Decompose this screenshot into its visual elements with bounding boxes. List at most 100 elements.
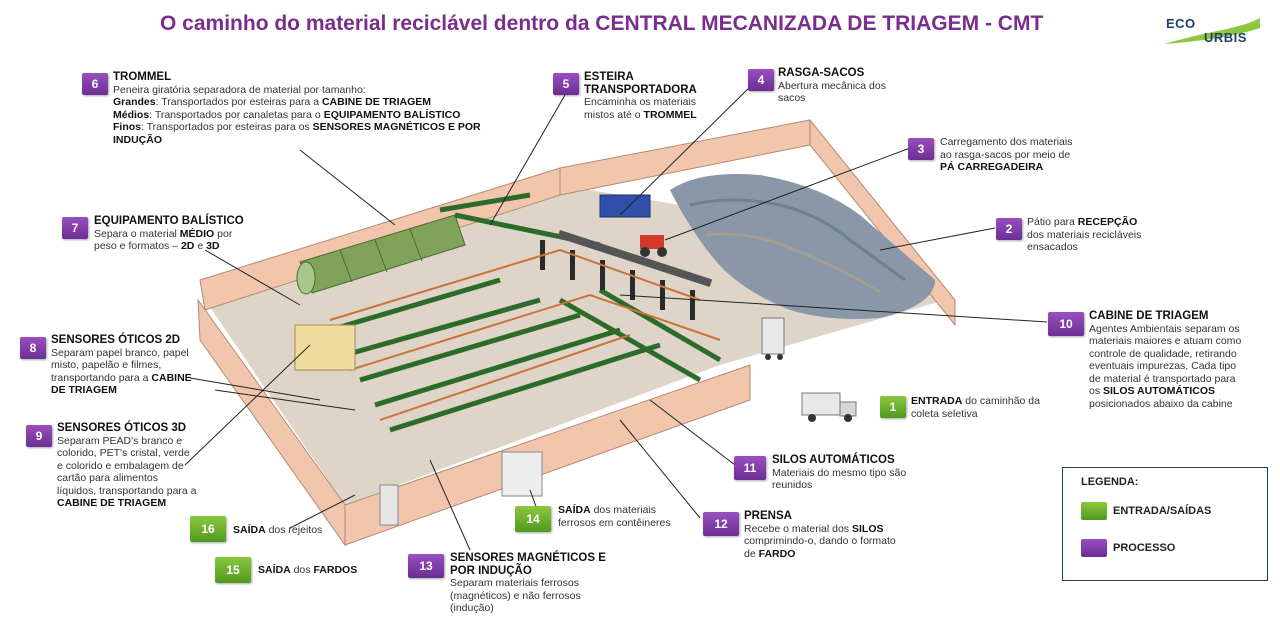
step-16-bold: SAÍDA [233, 524, 266, 536]
step-8-title: SENSORES ÓTICOS 2D [51, 334, 181, 346]
step-1-badge: 1 [880, 396, 906, 418]
step-6-finos-text: : Transportados por esteiras para os [141, 121, 313, 133]
step-10-tail: posicionados abaixo da cabine [1089, 397, 1233, 410]
step-1-desc: do caminhão da coleta seletiva [911, 395, 1040, 420]
truck-inside [761, 317, 785, 360]
step-11-title: SILOS AUTOMÁTICOS [772, 454, 895, 466]
step-14-text: SAÍDA dos materiais ferrosos em contêine… [558, 504, 688, 529]
page-title: O caminho do material reciclável dentro … [160, 12, 1044, 35]
step-6-grandes-text: : Transportados por esteiras para a [155, 96, 322, 108]
step-6-finos-bold: SENSORES MAGNÉTICOS E POR INDUÇÃO [113, 121, 481, 146]
step-9-badge: 9 [26, 425, 52, 447]
trommel-drum [296, 214, 466, 295]
step-6-finos-label: Finos [113, 121, 141, 133]
catwalks [329, 248, 721, 421]
step-15-badge: 15 [215, 557, 251, 583]
step-12-b1: SILOS [851, 522, 884, 535]
step-8-desc: Separam papel branco, papel misto, papel… [51, 346, 189, 384]
step-5-title: ESTEIRA TRANSPORTADORA [584, 71, 697, 96]
step-6-grandes-bold: CABINE DE TRIAGEM [321, 96, 432, 108]
step-3-desc: Carregamento dos materiais ao rasga-saco… [940, 136, 1073, 161]
container-door [501, 451, 543, 497]
step-7-b2: 2D [180, 240, 195, 252]
step-13-badge: 13 [408, 554, 444, 578]
step-16-badge: 16 [190, 516, 226, 542]
step-16-desc: dos rejeitos [265, 524, 323, 536]
step-14-badge: 14 [515, 506, 551, 532]
step-4-desc: Abertura mecânica dos sacos [778, 79, 886, 105]
step-10-badge: 10 [1048, 312, 1084, 336]
legend: LEGENDA: ENTRADA/SAÍDAS PROCESSO [1062, 467, 1268, 581]
step-9-text: SENSORES ÓTICOS 3D Separam PEAD's branco… [57, 422, 197, 510]
step-10-text: CABINE DE TRIAGEM Agentes Ambientais sep… [1089, 310, 1249, 410]
front-wall-right [344, 364, 751, 546]
step-6-medios-text: : Transportados por canaletas para o [149, 108, 324, 121]
step-7-text: EQUIPAMENTO BALÍSTICO Separa o material … [94, 215, 254, 253]
step-7-title: EQUIPAMENTO BALÍSTICO [94, 215, 244, 227]
step-5-bold: TROMMEL [643, 108, 697, 121]
gate-door [379, 484, 399, 526]
step-14-desc: dos materiais ferrosos em contêineres [558, 504, 671, 529]
step-12-title: PRENSA [744, 510, 792, 522]
step-9-desc: Separam PEAD's branco e colorido, PET's … [57, 434, 197, 497]
step-12-t1: Recebe o material dos [744, 522, 852, 535]
step-13-title: SENSORES MAGNÉTICOS E POR INDUÇÃO [450, 552, 606, 577]
step-8-bold: CABINE DE TRIAGEM [51, 371, 192, 397]
step-7-t2: por peso e formatos – [94, 227, 233, 253]
step-7-t1: Separa o material [94, 227, 180, 240]
step-1-bold: ENTRADA [911, 395, 963, 407]
step-7-b1: MÉDIO [179, 227, 215, 240]
step-12-badge: 12 [703, 512, 739, 536]
office-block [294, 324, 356, 371]
legend-entry-swatch [1081, 502, 1107, 520]
step-7-b3: 3D [206, 240, 220, 252]
step-3-badge: 3 [908, 138, 934, 160]
step-4-badge: 4 [748, 69, 774, 91]
step-12-t2: comprimindo-o, dando o formato de [744, 535, 896, 560]
step-7-badge: 7 [62, 217, 88, 239]
step-6-line1: Peneira giratória separadora de material… [113, 83, 366, 96]
step-11-desc: Materiais do mesmo tipo são reunidos [772, 466, 907, 492]
step-5-desc: Encaminha os materiais mistos até o [584, 96, 697, 121]
legend-process-label: PROCESSO [1113, 542, 1176, 554]
step-10-bold: SILOS AUTOMÁTICOS [1103, 385, 1216, 397]
step-8-text: SENSORES ÓTICOS 2D Separam papel branco,… [51, 334, 199, 397]
step-4-text: RASGA-SACOS Abertura mecânica dos sacos [778, 67, 903, 105]
step-7-t3: e [194, 240, 207, 252]
step-9-bold: CABINE DE TRIAGEM [57, 497, 167, 509]
step-12-text: PRENSA Recebe o material dos SILOS compr… [744, 510, 904, 560]
step-8-badge: 8 [20, 337, 46, 359]
logo-text-urbis: URBIS [1204, 30, 1247, 45]
step-6-grandes-label: Grandes [113, 96, 156, 108]
legend-process-swatch [1081, 539, 1107, 557]
legend-title: LEGENDA: [1081, 476, 1139, 488]
logo-swoosh-icon [1164, 18, 1260, 44]
step-4-title: RASGA-SACOS [778, 67, 865, 79]
eco-urbis-logo: ECO URBIS [1162, 14, 1262, 46]
step-6-medios-label: Médios [113, 108, 150, 121]
step-12-b2: FARDO [758, 547, 796, 560]
step-3-bold: PÁ CARREGADEIRA [940, 161, 1044, 173]
step-10-title: CABINE DE TRIAGEM [1089, 310, 1209, 322]
step-6-medios-bold: EQUIPAMENTO BALÍSTICO [323, 108, 461, 121]
recyclables-pile [670, 174, 935, 319]
step-9-title: SENSORES ÓTICOS 3D [57, 422, 187, 434]
step-2-badge: 2 [996, 218, 1022, 240]
step-16-text: SAÍDA dos rejeitos [233, 524, 353, 537]
step-14-bold: SAÍDA [558, 504, 591, 516]
step-11-badge: 11 [734, 456, 766, 480]
step-2-bold: RECEPÇÃO [1077, 216, 1138, 228]
step-11-text: SILOS AUTOMÁTICOS Materiais do mesmo tip… [772, 454, 917, 492]
step-13-desc: Separam materiais ferrosos (magnéticos) … [450, 577, 581, 614]
step-1-text: ENTRADA do caminhão da coleta seletiva [911, 395, 1046, 420]
step-2-desc: dos materiais recicláveis ensacados [1027, 228, 1142, 254]
step-2-text: Pátio para RECEPÇÃO dos materiais recicl… [1027, 216, 1157, 254]
step-13-text: SENSORES MAGNÉTICOS E POR INDUÇÃO Separa… [450, 552, 625, 615]
leader-lines [184, 81, 1048, 551]
entry-truck [801, 392, 857, 422]
step-15-desc: dos [290, 564, 314, 576]
step-15-text: SAÍDA dos FARDOS [258, 564, 378, 577]
conveyor-belts [329, 192, 722, 433]
legend-entry-label: ENTRADA/SAÍDAS [1113, 505, 1212, 517]
